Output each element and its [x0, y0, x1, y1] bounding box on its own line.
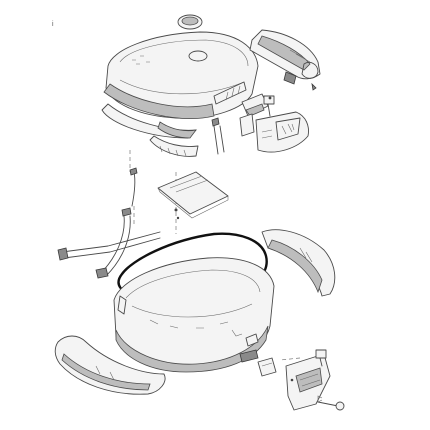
lid-hinge — [283, 71, 317, 91]
lock-assembly — [239, 93, 275, 137]
corner-mark: i — [52, 21, 54, 28]
internal-net-strap — [57, 207, 161, 279]
documents-tray — [157, 171, 229, 219]
lock-trim — [255, 111, 309, 153]
base-front-cover — [54, 335, 166, 395]
latch-screw — [317, 395, 345, 411]
fastener-icon — [174, 96, 294, 382]
lid-shell — [103, 31, 259, 119]
lid-side-panel — [249, 29, 321, 80]
latch-lever — [239, 349, 277, 377]
rear-reflector — [149, 135, 199, 157]
base-side-cover — [261, 229, 336, 297]
lid-strap — [211, 117, 225, 155]
lid-badge — [177, 14, 203, 30]
base-shell — [113, 257, 275, 373]
mounting-plate-latch — [285, 349, 331, 411]
lid-strap — [129, 167, 138, 207]
lid-side-reflector — [101, 103, 197, 139]
